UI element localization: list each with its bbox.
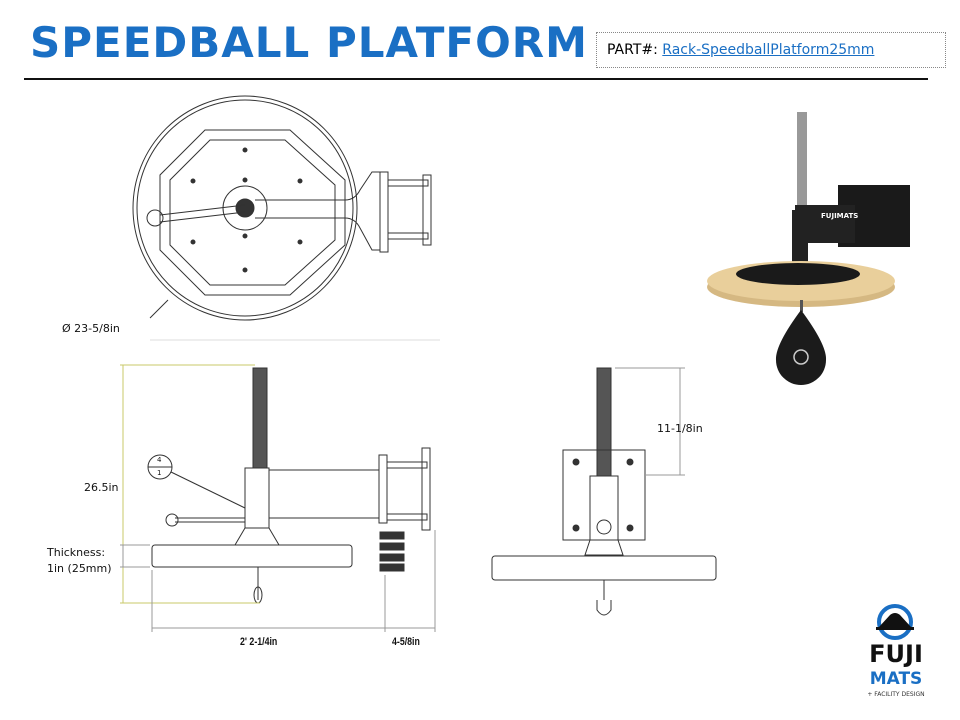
header-divider (24, 78, 928, 80)
thickness-value: 1in (25mm) (47, 562, 112, 575)
fuji-mats-logo: FUJI MATS + FACILITY DESIGN (848, 640, 944, 699)
logo-tagline: + FACILITY DESIGN (867, 691, 925, 698)
callout-number-top: 4 (157, 456, 162, 464)
part-number-link[interactable]: Rack-SpeedballPlatform25mm (662, 42, 875, 58)
width-label: 2' 2-1/4in (240, 636, 278, 648)
side-view-drawing (120, 364, 436, 632)
page-title: SPEEDBALL PLATFORM (30, 18, 588, 67)
logo-mats: MATS (869, 669, 923, 689)
product-photo (707, 112, 910, 385)
thickness-label: Thickness: (47, 546, 106, 559)
part-number-box: PART#: Rack-SpeedballPlatform25mm (596, 32, 946, 68)
diameter-label: Ø 23-5/8in (62, 322, 120, 335)
bracket-depth-label: 4-5/8in (392, 636, 420, 648)
part-label: PART#: (607, 42, 658, 58)
front-view-drawing (491, 367, 717, 616)
logo-fuji: FUJI (869, 640, 923, 668)
fuji-mats-logo-mark (876, 604, 914, 640)
height-label: 26.5in (84, 481, 119, 494)
spindle-length-label: 11-1/8in (657, 422, 703, 435)
callout-number-bottom: 1 (157, 469, 162, 477)
top-view-drawing (132, 95, 440, 341)
bracket-logo-text: FUJIMATS (821, 212, 859, 220)
